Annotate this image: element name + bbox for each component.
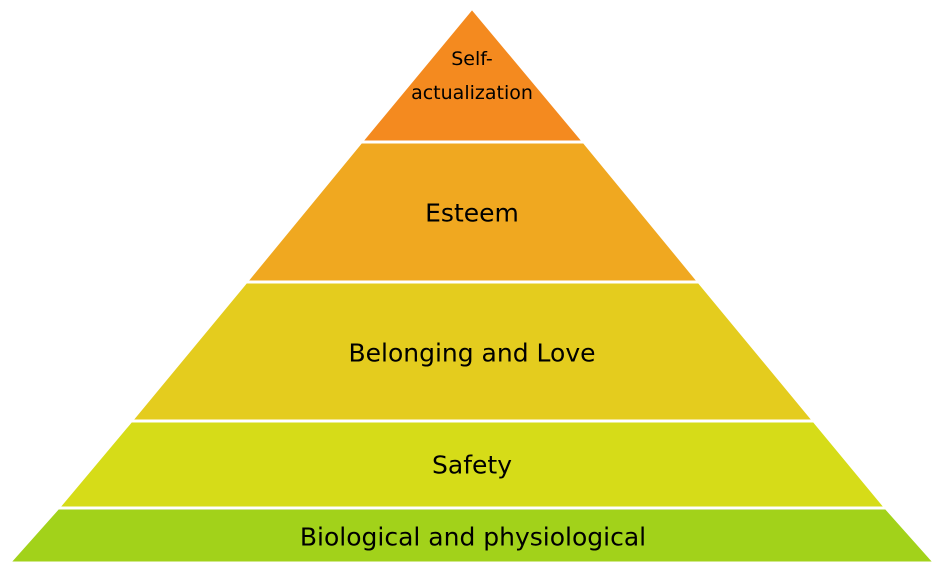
tier-esteem: Esteem — [242, 140, 703, 284]
tier-safety: Safety — [54, 419, 890, 510]
tier-self-actualization-label-line-1: Self- — [451, 48, 493, 70]
tier-belonging-and-love: Belonging and Love — [127, 280, 818, 423]
tier-esteem-label: Esteem — [425, 199, 519, 228]
tier-safety-label: Safety — [432, 451, 512, 480]
tier-biological-and-physiological-shape — [5, 506, 939, 565]
tier-self-actualization: Self- actualization — [357, 5, 588, 144]
tier-biological-and-physiological-label: Biological and physiological — [300, 523, 646, 552]
tier-belonging-and-love-label: Belonging and Love — [348, 339, 595, 368]
tier-biological-and-physiological: Biological and physiological — [5, 506, 939, 565]
tier-self-actualization-label-line-2: actualization — [411, 82, 533, 104]
tier-self-actualization-shape — [357, 5, 588, 144]
